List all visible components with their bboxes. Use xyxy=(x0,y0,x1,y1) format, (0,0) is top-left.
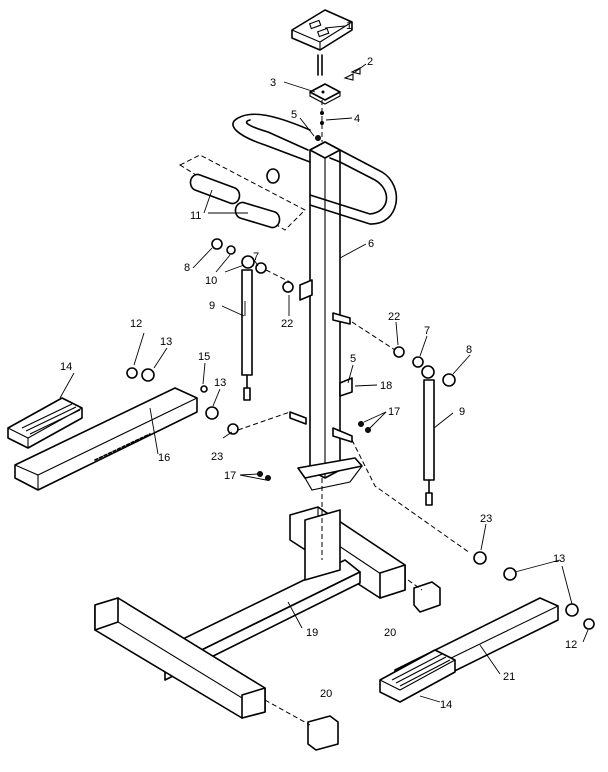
callout-8-right: 8 xyxy=(466,344,472,356)
callout-4: 4 xyxy=(354,113,360,125)
callout-20-lower: 20 xyxy=(320,688,332,700)
callout-12-left: 12 xyxy=(130,318,142,330)
base-frame xyxy=(94,470,406,719)
callout-2: 2 xyxy=(367,56,373,68)
console-assembly xyxy=(291,9,361,142)
callout-19: 19 xyxy=(306,627,318,639)
upright-post xyxy=(297,141,363,491)
callout-labels: 1 2 3 4 5 6 7 8 10 11 9 22 12 13 14 15 1… xyxy=(60,20,577,711)
pedal-right xyxy=(379,649,456,703)
cylinder-left xyxy=(211,238,294,401)
callout-5-mid: 5 xyxy=(350,353,356,365)
callout-7-right: 7 xyxy=(424,325,430,337)
callout-21: 21 xyxy=(503,671,515,683)
end-cap-upper xyxy=(407,579,441,613)
callout-14-left: 14 xyxy=(60,361,72,373)
callout-7-left: 7 xyxy=(253,251,259,263)
callout-23-right: 23 xyxy=(480,513,492,525)
grip-foams xyxy=(178,154,306,231)
callout-23-left: 23 xyxy=(211,451,223,463)
callout-22-right: 22 xyxy=(388,311,400,323)
handlebar xyxy=(232,113,398,225)
end-cap-lower xyxy=(264,699,339,751)
callout-13-c: 13 xyxy=(553,553,565,565)
callout-13-b: 13 xyxy=(214,377,226,389)
callout-15: 15 xyxy=(198,351,210,363)
callout-20-upper: 20 xyxy=(384,627,396,639)
callout-3: 3 xyxy=(270,77,276,89)
callout-16: 16 xyxy=(158,452,170,464)
callout-8-left: 8 xyxy=(184,262,190,274)
callout-6: 6 xyxy=(368,238,374,250)
callout-14-right: 14 xyxy=(440,699,452,711)
callout-17-lower: 17 xyxy=(224,470,236,482)
callout-17-upper: 17 xyxy=(388,406,400,418)
callout-10: 10 xyxy=(205,275,217,287)
callout-1: 1 xyxy=(346,20,352,32)
callout-11: 11 xyxy=(190,210,201,222)
cylinder-right xyxy=(351,321,456,506)
leader-lines xyxy=(59,25,589,703)
callout-22-left: 22 xyxy=(281,318,293,330)
callout-18: 18 xyxy=(380,380,392,392)
callout-13-a: 13 xyxy=(160,336,172,348)
pedal-left xyxy=(7,397,83,449)
callout-9-left: 9 xyxy=(209,300,215,312)
pedal-arm-left xyxy=(14,367,291,491)
callout-9-right: 9 xyxy=(459,406,465,418)
callout-12-right: 12 xyxy=(565,639,577,651)
pivot-pins xyxy=(289,279,353,443)
callout-5-top: 5 xyxy=(291,109,297,121)
